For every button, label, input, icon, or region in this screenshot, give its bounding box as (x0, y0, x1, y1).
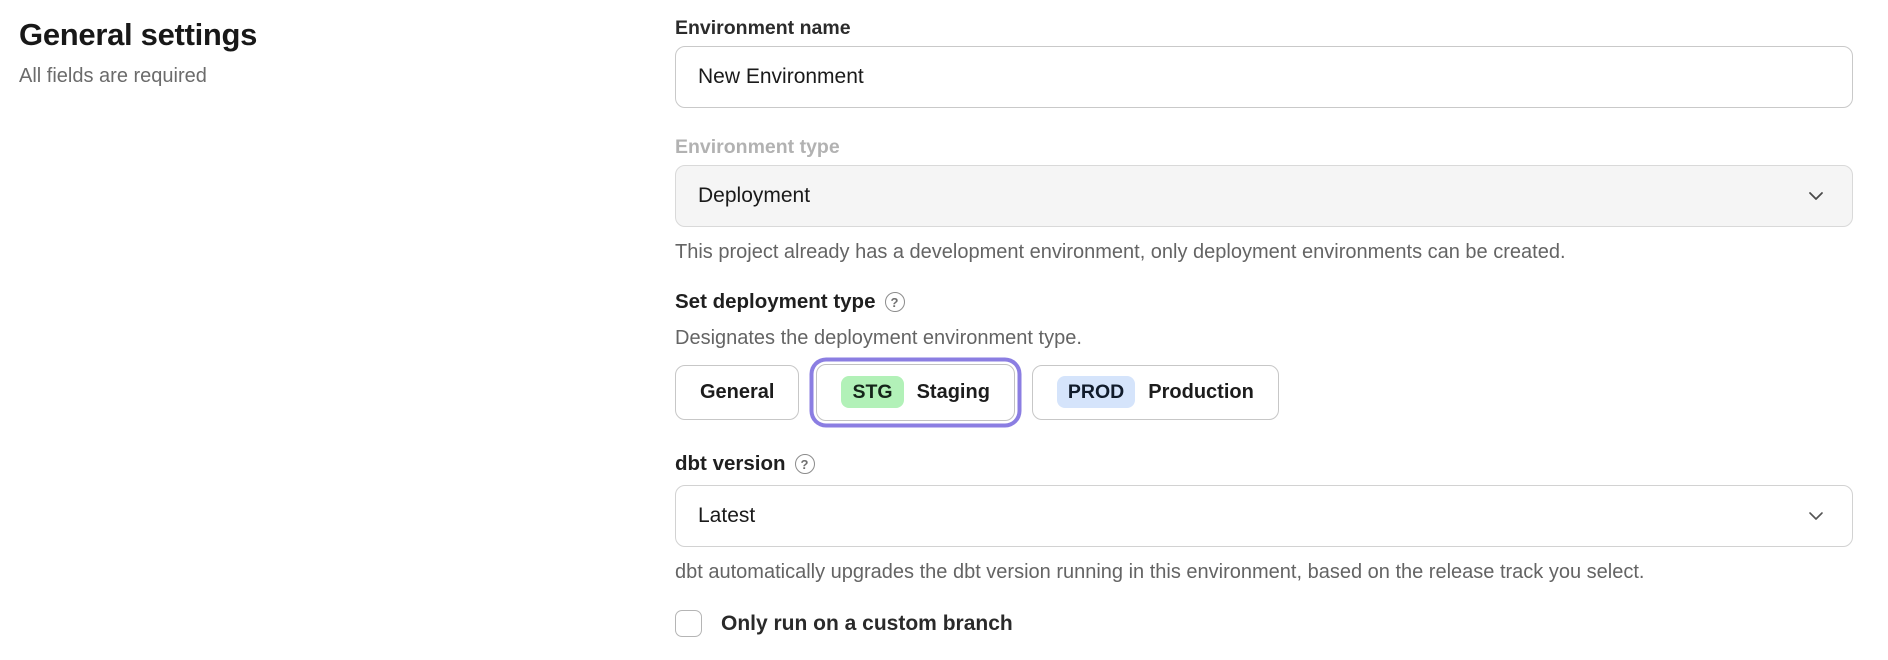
environment-name-input[interactable] (675, 46, 1853, 108)
deployment-type-heading-label: Set deployment type (675, 290, 876, 313)
chevron-down-icon (1808, 191, 1824, 201)
deployment-type-heading: Set deployment type ? (675, 289, 1853, 315)
custom-branch-row: Only run on a custom branch (675, 610, 1853, 637)
chevron-down-icon (1808, 511, 1824, 521)
deployment-type-staging-label: Staging (916, 380, 990, 403)
custom-branch-checkbox[interactable] (675, 610, 702, 637)
dbt-version-helper: dbt automatically upgrades the dbt versi… (675, 561, 1645, 583)
page-subtitle: All fields are required (19, 65, 207, 87)
staging-badge: STG (841, 376, 904, 408)
environment-settings-form: Environment name Environment type Deploy… (675, 16, 1853, 637)
page-title: General settings (19, 17, 258, 52)
dbt-version-heading-label: dbt version (675, 452, 786, 475)
dbt-version-heading: dbt version ? (675, 451, 1853, 477)
deployment-type-general-button[interactable]: General (675, 364, 800, 420)
environment-type-helper: This project already has a development e… (675, 241, 1566, 263)
dbt-version-value: Latest (698, 504, 756, 527)
deployment-type-production-button[interactable]: PROD Production (1031, 364, 1279, 420)
deployment-type-options: General STG Staging PROD Production (675, 359, 1853, 425)
production-badge: PROD (1056, 376, 1136, 408)
help-icon[interactable]: ? (794, 454, 815, 474)
deployment-type-general-label: General (700, 380, 775, 403)
environment-type-value: Deployment (698, 184, 811, 207)
environment-type-select: Deployment (675, 165, 1853, 227)
deployment-type-staging-button[interactable]: STG Staging (816, 363, 1015, 421)
dbt-version-select[interactable]: Latest (675, 485, 1853, 547)
environment-name-label: Environment name (675, 17, 851, 39)
deployment-type-helper: Designates the deployment environment ty… (675, 327, 1082, 349)
environment-type-label: Environment type (675, 136, 840, 158)
custom-branch-label: Only run on a custom branch (721, 611, 1013, 635)
deployment-type-production-label: Production (1148, 380, 1254, 403)
settings-header: General settings All fields are required (19, 16, 257, 88)
help-icon[interactable]: ? (884, 292, 905, 312)
